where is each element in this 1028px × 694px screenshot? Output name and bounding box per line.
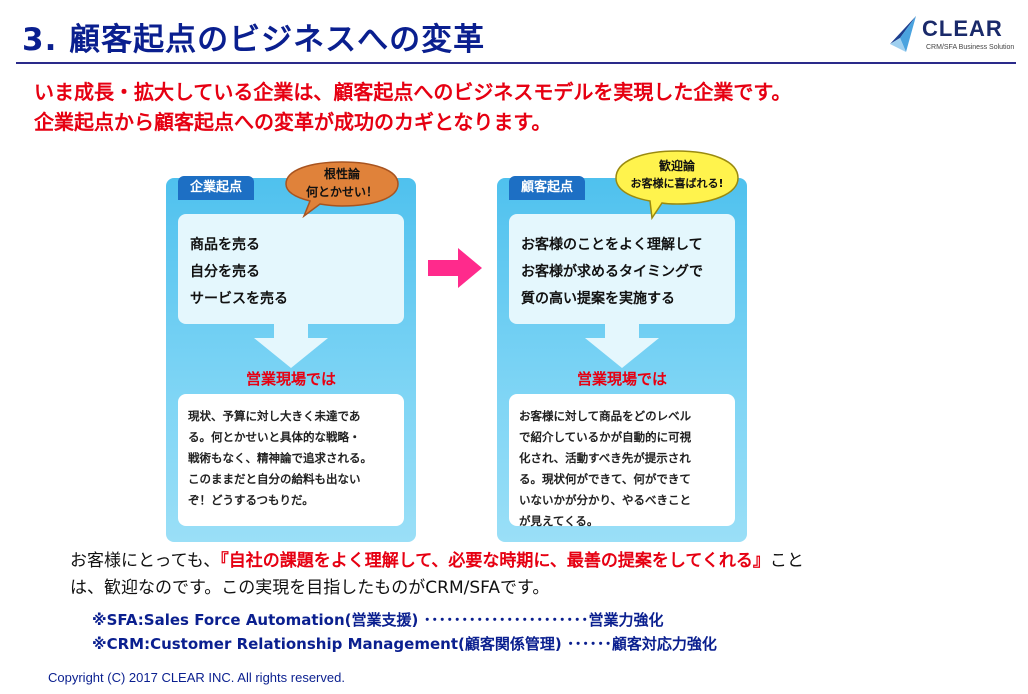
page-title: 3. 顧客起点のビジネスへの変革 xyxy=(22,22,486,58)
customer-origin-item: 質の高い提案を実施する xyxy=(521,291,675,307)
customer-origin-paragraph-line: る。現状何ができて、何ができて xyxy=(519,472,691,486)
down-arrow-icon xyxy=(254,324,328,368)
company-origin-subheading: 営業現場では xyxy=(245,370,336,388)
customer-origin-item: お客様が求めるタイミングで xyxy=(521,264,703,280)
company-origin-item: 自分を売る xyxy=(190,264,260,280)
company-origin-paragraph-line: ぞ！どうするつもりだ。 xyxy=(188,493,314,507)
speech-bubble-icon xyxy=(285,161,399,218)
sfa-definition: ※SFA:Sales Force Automation(営業支援) ･･････… xyxy=(92,611,664,629)
company-origin-item: サービスを売る xyxy=(190,291,288,307)
crm-definition: ※CRM:Customer Relationship Management(顧客… xyxy=(92,635,717,653)
customer-origin-paragraph-line: お客様に対して商品をどのレベル xyxy=(519,409,692,423)
company-origin-paragraph-line: る。何とかせいと具体的な戦略・ xyxy=(188,430,361,444)
bubble-text-line: 歓迎論 xyxy=(658,159,695,173)
down-arrow-icon xyxy=(585,324,659,368)
customer-origin-paragraph-line: 化され、活動すべき先が提示され xyxy=(519,451,691,465)
conclusion-text: お客様にとっても、 xyxy=(70,551,221,571)
welcome-theory-bubble: 歓迎論 お客様に喜ばれる! xyxy=(612,148,742,220)
conclusion-line-1: お客様にとっても、『自社の課題をよく理解して、必要な時期に、最善の提案をしてくれ… xyxy=(70,546,804,571)
clear-logo: CLEAR CRM/SFA Business Solution xyxy=(886,14,1016,56)
conclusion-text: こと xyxy=(769,551,804,571)
company-origin-panel: 企業起点 商品を売る 自分を売る サービスを売る 営業現場では 現状、予算に対し… xyxy=(166,176,416,542)
customer-origin-item: お客様のことをよく理解して xyxy=(521,237,703,253)
customer-origin-subheading: 営業現場では xyxy=(576,370,667,388)
logo-text: CLEAR xyxy=(922,16,1003,41)
copyright-notice: Copyright (C) 2017 CLEAR INC. All rights… xyxy=(48,670,345,685)
customer-origin-items-box: お客様のことをよく理解して お客様が求めるタイミングで 質の高い提案を実施する xyxy=(509,214,735,324)
customer-origin-paragraph-line: で紹介しているかが自動的に可視 xyxy=(519,430,692,444)
customer-origin-paragraph-line: いないかが分かり、やるべきこと xyxy=(519,493,692,507)
company-origin-paragraph-line: このままだと自分の給料も出ない xyxy=(188,472,361,486)
title-underline xyxy=(16,62,1016,64)
company-origin-paragraph-line: 戦術もなく、精神論で追求される。 xyxy=(188,451,372,465)
customer-origin-paragraph-line: が見えてくる。 xyxy=(519,514,599,528)
company-origin-description-box: 現状、予算に対し大きく未達であ る。何とかせいと具体的な戦略・ 戦術もなく、精神… xyxy=(178,394,404,526)
guts-theory-bubble: 根性論 何とかせい！ xyxy=(282,158,402,218)
bubble-text-line: 何とかせい！ xyxy=(305,185,378,199)
lead-line-2: 企業起点から顧客起点への変革が成功のカギとなります。 xyxy=(34,110,552,134)
bubble-text-line: 根性論 xyxy=(323,167,360,181)
company-origin-item: 商品を売る xyxy=(190,237,260,253)
right-arrow-icon xyxy=(428,248,482,288)
lead-line-1: いま成長・拡大している企業は、顧客起点へのビジネスモデルを実現した企業です。 xyxy=(34,80,792,104)
speech-bubble-icon xyxy=(615,150,739,220)
customer-origin-tab: 顧客起点 xyxy=(509,176,586,200)
logo-subtitle: CRM/SFA Business Solution xyxy=(926,44,1015,51)
bubble-text-line: お客様に喜ばれる! xyxy=(630,177,724,190)
customer-origin-description-box: お客様に対して商品をどのレベル で紹介しているかが自動的に可視 化され、活動すべ… xyxy=(509,394,735,528)
company-origin-items-box: 商品を売る 自分を売る サービスを売る xyxy=(178,214,404,324)
logo-mark-icon xyxy=(890,16,916,52)
slide-header: 3. 顧客起点のビジネスへの変革 CLEAR CRM/SFA Business … xyxy=(0,0,1028,70)
conclusion-highlight: 『自社の課題をよく理解して、必要な時期に、最善の提案をしてくれる』 xyxy=(220,551,770,571)
customer-origin-panel: 顧客起点 お客様のことをよく理解して お客様が求めるタイミングで 質の高い提案を… xyxy=(497,176,747,542)
company-origin-tab: 企業起点 xyxy=(178,176,255,200)
company-origin-paragraph-line: 現状、予算に対し大きく未達であ xyxy=(188,409,361,423)
conclusion-line-2: は、歓迎なのです。この実現を目指したものがCRM/SFAです。 xyxy=(70,578,550,598)
